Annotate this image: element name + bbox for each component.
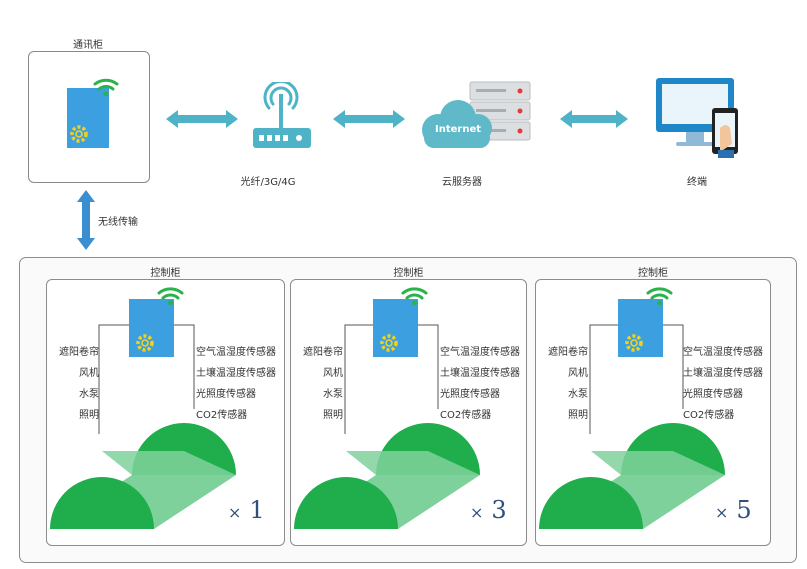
wireless-arrow — [77, 190, 95, 250]
comm-cabinet-label: 通讯柜 — [73, 40, 103, 51]
multiplier-value: 5 — [736, 496, 752, 524]
double-arrow-2 — [333, 110, 405, 128]
sensor-item: 光照度传感器 — [683, 389, 743, 400]
gear-icon — [70, 125, 88, 143]
cabinet-icon — [129, 299, 174, 357]
wifi-icon — [157, 287, 184, 306]
multiplier-value: 3 — [491, 496, 507, 524]
cabinet-icon — [67, 78, 119, 148]
actuator-list: 遮阳卷帘 风机 水泵 照明 — [535, 342, 588, 426]
actuator-item: 遮阳卷帘 — [59, 347, 99, 358]
sensor-item: 土壤温湿度传感器 — [683, 368, 763, 379]
monitor-phone-icon — [656, 78, 738, 158]
multiplier-value: 1 — [249, 496, 265, 524]
panel-graphics — [294, 287, 480, 529]
wifi-icon — [93, 78, 119, 97]
greenhouse-multiplier: ×1 — [228, 496, 265, 524]
cabinet-icon — [373, 299, 418, 357]
control-panel-1: 控制柜 遮阳卷帘 风机 水泵 照明 空气温湿度 — [46, 264, 285, 546]
wifi-icon — [646, 287, 673, 306]
fiber-label: 光纤/3G/4G — [240, 177, 296, 188]
actuator-item: 风机 — [568, 368, 588, 379]
panel-title: 控制柜 — [638, 268, 668, 279]
panel-graphics — [50, 287, 236, 529]
gear-icon — [625, 334, 643, 352]
wifi-icon — [401, 287, 428, 306]
greenhouse-icon — [294, 423, 480, 529]
sensor-item: 空气温湿度传感器 — [196, 347, 276, 358]
panel-title: 控制柜 — [393, 268, 424, 279]
actuator-item: 风机 — [323, 368, 343, 379]
double-arrow-1 — [166, 110, 238, 128]
cloud-shape — [422, 100, 492, 148]
sensor-item: 空气温湿度传感器 — [440, 347, 520, 358]
sensor-list: 空气温湿度传感器 土壤温湿度传感器 光照度传感器 CO2传感器 — [683, 342, 763, 426]
sensor-list: 空气温湿度传感器 土壤温湿度传感器 光照度传感器 CO2传感器 — [196, 342, 276, 426]
sensor-item: 光照度传感器 — [196, 389, 256, 400]
actuator-item: 照明 — [568, 410, 588, 421]
sensor-item: CO2传感器 — [196, 410, 248, 421]
actuator-item: 水泵 — [79, 389, 99, 400]
wireless-label: 无线传输 — [98, 217, 138, 228]
sensor-item: CO2传感器 — [683, 410, 735, 421]
cabinet-icon — [618, 299, 663, 357]
actuator-item: 遮阳卷帘 — [303, 347, 343, 358]
actuator-item: 水泵 — [568, 389, 588, 400]
control-panel-2: 控制柜 遮阳卷帘 风机 水泵 照明 空气温湿度传感器 土壤温湿度传感 — [290, 264, 527, 546]
comm-cabinet-box[interactable] — [28, 51, 150, 183]
greenhouse-multiplier: ×5 — [715, 496, 752, 524]
sensor-list: 空气温湿度传感器 土壤温湿度传感器 光照度传感器 CO2传感器 — [440, 342, 520, 426]
greenhouse-icon — [539, 423, 725, 529]
gear-icon — [136, 334, 154, 352]
sensor-item: 土壤温湿度传感器 — [196, 368, 276, 379]
multiplier-symbol: × — [715, 503, 729, 522]
router-icon — [253, 82, 311, 148]
sensor-item: 土壤温湿度传感器 — [440, 368, 520, 379]
sensor-item: CO2传感器 — [440, 410, 492, 421]
actuator-item: 照明 — [323, 410, 343, 421]
greenhouse-multiplier: ×3 — [470, 496, 507, 524]
actuator-list: 遮阳卷帘 风机 水泵 照明 — [290, 342, 343, 426]
cloud-text: Internet — [434, 124, 481, 135]
panel-graphics — [539, 287, 725, 529]
actuator-item: 遮阳卷帘 — [548, 347, 588, 358]
terminal-label: 终端 — [687, 177, 707, 188]
control-panel-3: 控制柜 遮阳卷帘 风机 水泵 照明 空气温湿度传感器 土壤温湿度传感 — [535, 264, 771, 546]
gear-icon — [380, 334, 398, 352]
cloud-label: 云服务器 — [442, 177, 482, 188]
actuator-item: 照明 — [79, 410, 99, 421]
sensor-item: 光照度传感器 — [440, 389, 500, 400]
cloud-server-icon: Internet — [414, 78, 532, 158]
sensor-item: 空气温湿度传感器 — [683, 347, 763, 358]
greenhouse-icon — [50, 423, 236, 529]
multiplier-symbol: × — [470, 503, 484, 522]
double-arrow-3 — [560, 110, 628, 128]
panel-title: 控制柜 — [150, 268, 181, 279]
actuator-list: 遮阳卷帘 风机 水泵 照明 — [46, 342, 99, 426]
actuator-item: 风机 — [79, 368, 99, 379]
multiplier-symbol: × — [228, 503, 242, 522]
actuator-item: 水泵 — [323, 389, 343, 400]
